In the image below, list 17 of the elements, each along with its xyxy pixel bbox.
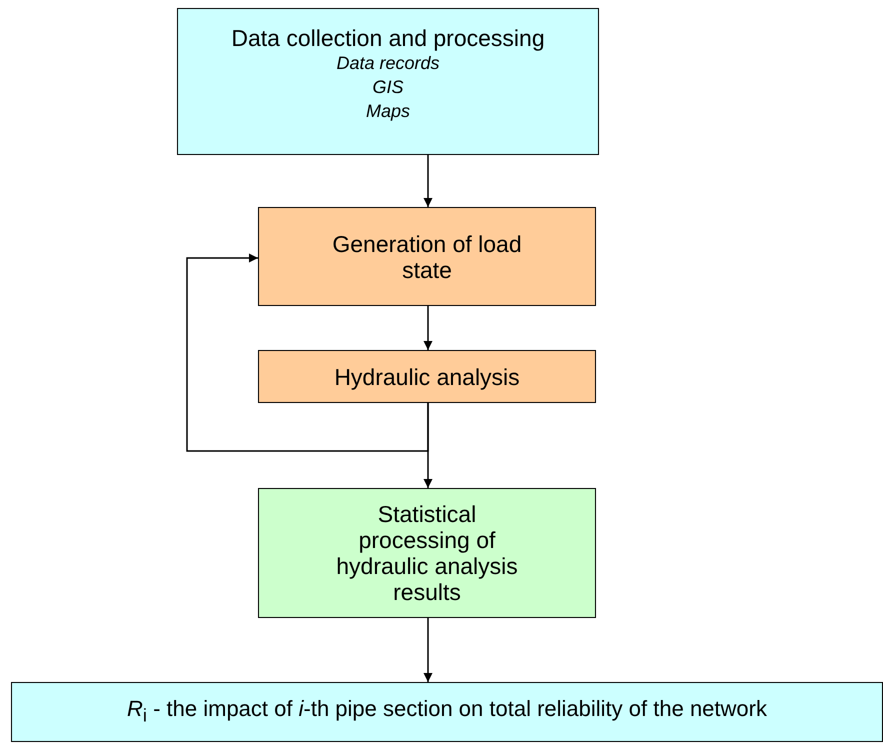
box-text: R$_{i}$ - the impact of i-th pipe section on total reliability of the network: [127, 696, 767, 728]
process-box: [258, 350, 596, 403]
arrow: [424, 155, 432, 207]
box-text: Data collection and processing: [231, 25, 545, 51]
arrow: [186, 254, 429, 452]
box-text: Hydraulic analysis: [334, 364, 520, 390]
item-text: Data records: [336, 52, 440, 75]
arrow: [424, 306, 432, 350]
process-box: [258, 207, 596, 306]
box-text: Statistical processing of hydraulic analysis results: [335, 501, 519, 605]
item-text: Maps: [366, 100, 410, 123]
process-box: [177, 8, 599, 155]
item-text: GIS: [372, 76, 404, 99]
box-text: Generation of load state: [331, 230, 523, 282]
process-box: [11, 682, 883, 742]
process-box: [258, 488, 596, 618]
arrow: [424, 618, 432, 682]
